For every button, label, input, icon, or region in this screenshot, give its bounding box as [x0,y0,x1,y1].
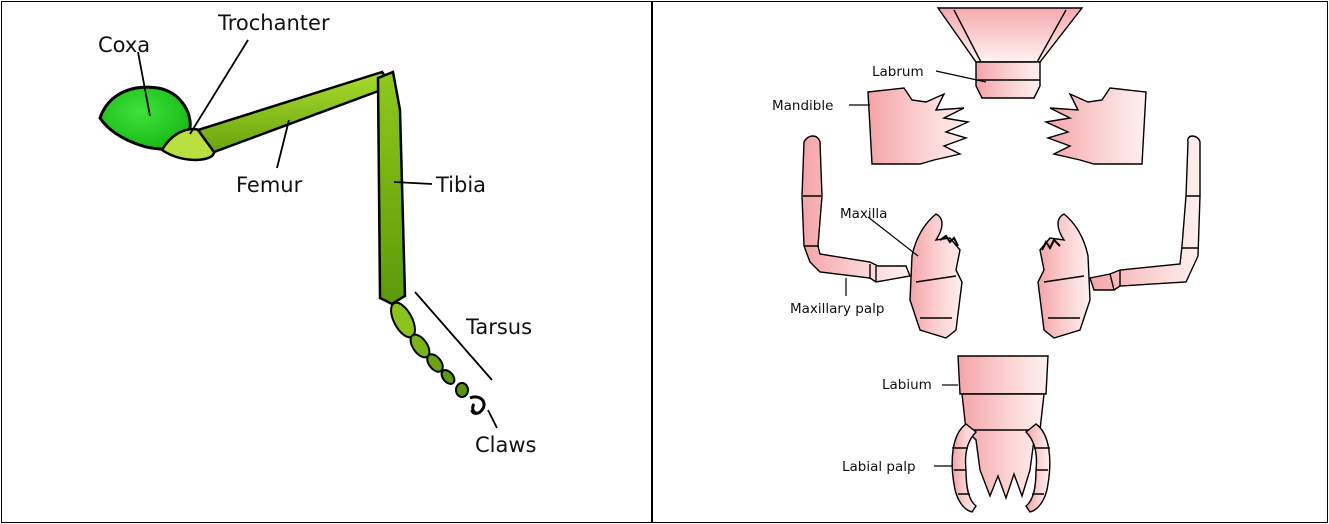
labium-prementum-shape [958,356,1048,394]
label-labium: Labium [882,377,932,393]
tibia-shape [378,72,405,304]
label-tibia: Tibia [435,173,486,197]
leg-labels: Coxa Trochanter Femur Tibia Tarsus Claws [98,11,536,457]
insect-leg [100,72,484,413]
label-trochanter: Trochanter [217,11,330,35]
label-tarsus: Tarsus [465,315,532,339]
label-maxilla: Maxilla [840,206,887,222]
label-labrum: Labrum [872,64,924,80]
labium-shape [962,394,1044,498]
label-femur: Femur [236,173,303,197]
mouthparts [802,8,1200,512]
mandible-right-shape [1046,88,1146,164]
femur-shape [198,72,392,152]
label-coxa: Coxa [98,33,150,57]
label-mandible: Mandible [772,98,833,114]
maxilla-leader [868,217,918,256]
claws-leader [488,410,497,428]
label-maxillary-palp: Maxillary palp [790,301,884,317]
labial-palp-left-shape [952,424,976,512]
clypeus-shape [938,8,1082,62]
label-labial-palp: Labial palp [842,459,916,475]
tarsus-segment [456,383,468,397]
claws-shape [470,397,484,413]
label-claws: Claws [475,433,536,457]
mandible-left-shape [868,88,968,164]
